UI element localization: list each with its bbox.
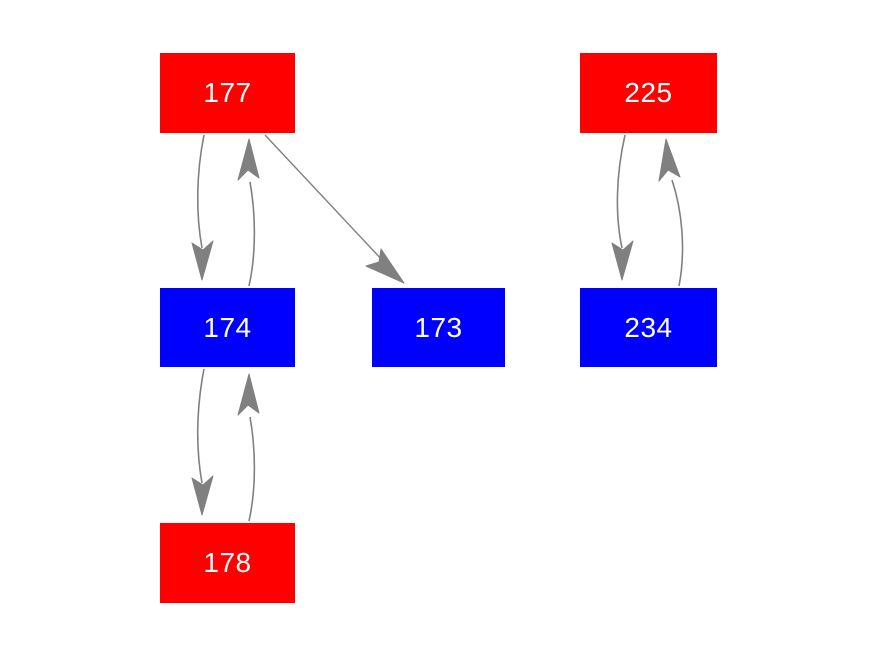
edge-174-to-177 [237, 138, 260, 287]
node-label-173: 173 [414, 311, 463, 343]
edge-174-to-178 [191, 368, 214, 516]
node-label-225: 225 [624, 77, 673, 108]
edge-225-to-234 [611, 134, 634, 281]
graph-node-178[interactable]: 178 [160, 523, 295, 603]
edge-234-to-225 [658, 138, 684, 287]
graph-node-174[interactable]: 174 [160, 288, 295, 367]
graph-node-234[interactable]: 234 [580, 288, 717, 367]
node-label-178: 178 [203, 547, 252, 578]
arrowhead-178-to-174 [237, 373, 260, 416]
node-label-234: 234 [624, 311, 673, 343]
arrowhead-234-to-225 [658, 138, 681, 182]
arrowhead-177-to-173 [365, 248, 405, 284]
edge-178-to-174 [237, 373, 260, 522]
arrowhead-177-to-174 [191, 240, 214, 281]
graph-node-173[interactable]: 173 [372, 288, 505, 367]
arrowhead-174-to-178 [191, 475, 214, 516]
edge-177-to-173 [264, 134, 405, 284]
graph-node-225[interactable]: 225 [580, 53, 717, 133]
arrowhead-225-to-234 [611, 240, 634, 281]
graph-node-177[interactable]: 177 [160, 53, 295, 133]
node-label-174: 174 [203, 311, 252, 343]
node-label-177: 177 [203, 77, 252, 108]
arrowhead-174-to-177 [237, 138, 260, 181]
edge-177-to-174 [191, 134, 214, 281]
